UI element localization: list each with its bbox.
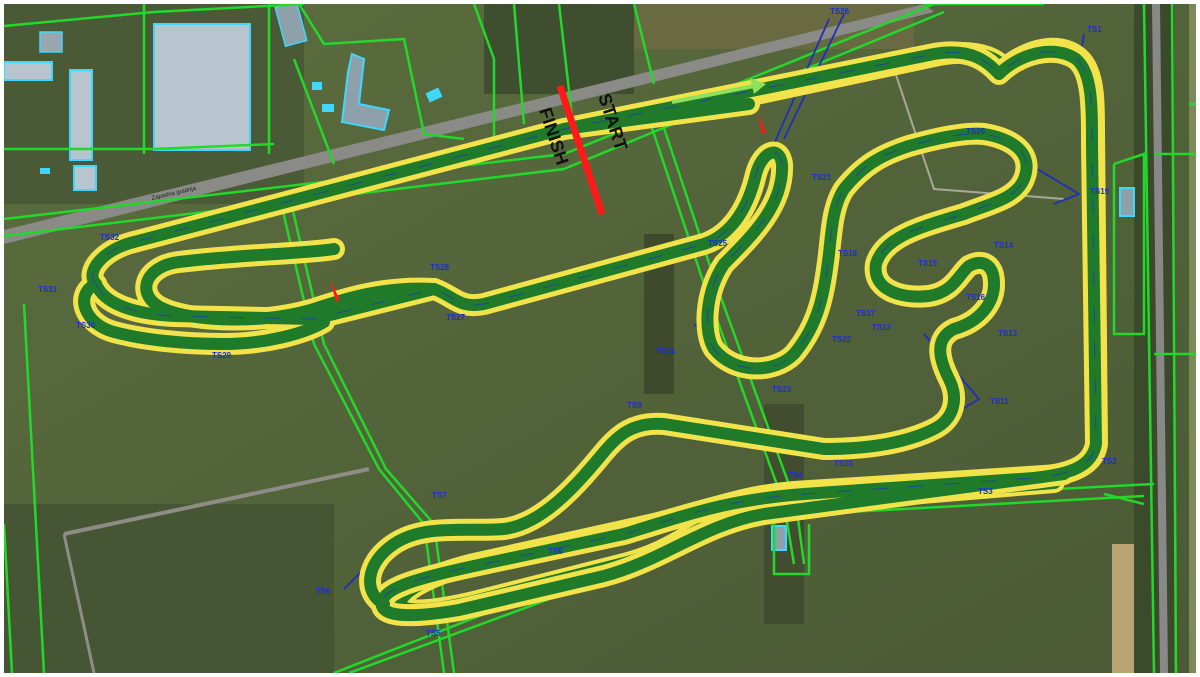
sector-label-ts6: TS6: [316, 587, 331, 596]
building-right-kiosk: [1119, 187, 1135, 217]
sector-label-ts9: TS9: [627, 401, 642, 410]
road-side-lower-2: [62, 533, 96, 673]
sector-label-ts22: TS22: [832, 335, 852, 344]
road-right-vertical: [1152, 4, 1168, 673]
circuit-centerline: [92, 51, 1097, 607]
building-left-small: [73, 165, 97, 191]
sector-labels: TS1 TS2 TS3 TS4 TS5 TS6 TS7 TS8 TS9 TS10…: [38, 7, 1117, 638]
circuit: [73, 40, 1107, 627]
road-side-lower: [63, 467, 370, 536]
sector-label-ts29: TS29: [212, 351, 232, 360]
sector-label-ts4: TS4: [788, 471, 803, 480]
sector-label-ts27: TS27: [446, 313, 466, 322]
map-canvas: Zapadna gradnja: [4, 4, 1196, 673]
sector-label-ts5: TS5: [426, 629, 441, 638]
start-finish-line-icon: [556, 84, 606, 216]
direction-arrow-icon: [671, 78, 766, 104]
main-road: [4, 4, 934, 244]
sector-label-ts7: TS7: [432, 491, 447, 500]
sector-label-ts1: TS1: [1087, 25, 1102, 34]
sector-label-ts14: TS14: [994, 241, 1014, 250]
sector-label-ts24: TS24: [656, 347, 676, 356]
sector-label-ts3: TS3: [978, 487, 993, 496]
sector-label-ts15: TS15: [918, 259, 938, 268]
building-small-1: [322, 104, 334, 112]
sector-label-ts2: TS2: [1102, 457, 1117, 466]
sector-label-ts19: TS19: [1090, 187, 1110, 196]
aerial-map[interactable]: Zapadna gradnja: [4, 4, 1196, 673]
circuit-core: [78, 45, 1102, 622]
sector-label-ts11: TS11: [990, 397, 1009, 406]
building-small-3: [312, 82, 322, 90]
sector-label-ts10: TS10: [834, 459, 854, 468]
wood-top-mid: [484, 4, 634, 94]
building-top-left: [4, 61, 53, 81]
building-top-left-2: [39, 31, 63, 53]
sector-label-ts20: TS20: [966, 127, 986, 136]
marker-flag-icon: [758, 114, 766, 134]
marker-flag-icon: [330, 280, 340, 302]
sector-label-ts30: TS30: [76, 321, 96, 330]
sector-label-ts18: TS18: [838, 249, 858, 258]
building-left: [69, 69, 93, 161]
building-s-shape: [340, 52, 391, 132]
wood-bottom-left: [4, 504, 334, 673]
building-large: [153, 23, 251, 151]
sector-label-ts8: TS8: [548, 547, 563, 556]
sector-label-ts17: TS17: [856, 309, 876, 318]
building-small-2: [425, 87, 443, 103]
building-bottom-kiosk: [771, 525, 787, 551]
sector-label-ts12: TS12: [872, 323, 892, 332]
sector-label-ts23: TS23: [772, 385, 792, 394]
sector-label-ts16: TS16: [966, 293, 986, 302]
sector-label-ts32: TS32: [100, 233, 120, 242]
sector-label-ts21: TS21: [812, 173, 832, 182]
sector-label-ts28: TS28: [430, 263, 450, 272]
sector-label-ts31: TS31: [38, 285, 58, 294]
sector-label-ts26: TS26: [830, 7, 850, 16]
sector-label-ts13: TS13: [998, 329, 1018, 338]
field-right-strip: [1189, 4, 1196, 673]
building-small-4: [40, 168, 50, 174]
sector-label-ts25: TS25: [708, 239, 728, 248]
